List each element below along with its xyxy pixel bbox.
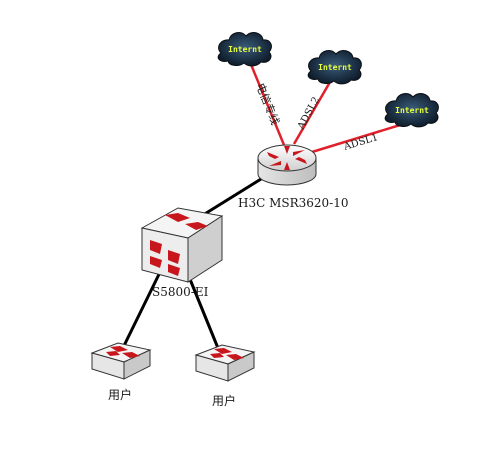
internet-cloud-1: Internt <box>217 32 272 67</box>
lan-link-core-access-1 <box>116 261 167 359</box>
access-switch-2 <box>194 344 256 382</box>
cloud-label: Internt <box>318 63 352 72</box>
access-switch-2-label: 用户 <box>212 393 236 408</box>
core-switch <box>140 207 224 283</box>
wan-link-adsl1 <box>311 120 411 154</box>
router-label: H3C MSR3620-10 <box>238 196 349 210</box>
cloud-label: Internt <box>395 106 429 115</box>
core-switch-label: S5800-EI <box>152 285 209 299</box>
router <box>257 144 317 186</box>
link-label-telecom: 电信专线 <box>253 81 282 127</box>
internet-cloud-2: Internt <box>307 50 362 85</box>
link-label-adsl1: ADSL1 <box>342 132 380 153</box>
wan-link-adsl2 <box>292 81 332 145</box>
internet-cloud-3: Internt <box>384 93 439 128</box>
cloud-label: Internt <box>228 45 262 54</box>
access-switch-1 <box>90 342 152 380</box>
link-label-adsl2: ADSL2 <box>295 95 322 132</box>
wan-link-telecom <box>248 61 286 146</box>
access-switch-1-label: 用户 <box>108 387 132 402</box>
